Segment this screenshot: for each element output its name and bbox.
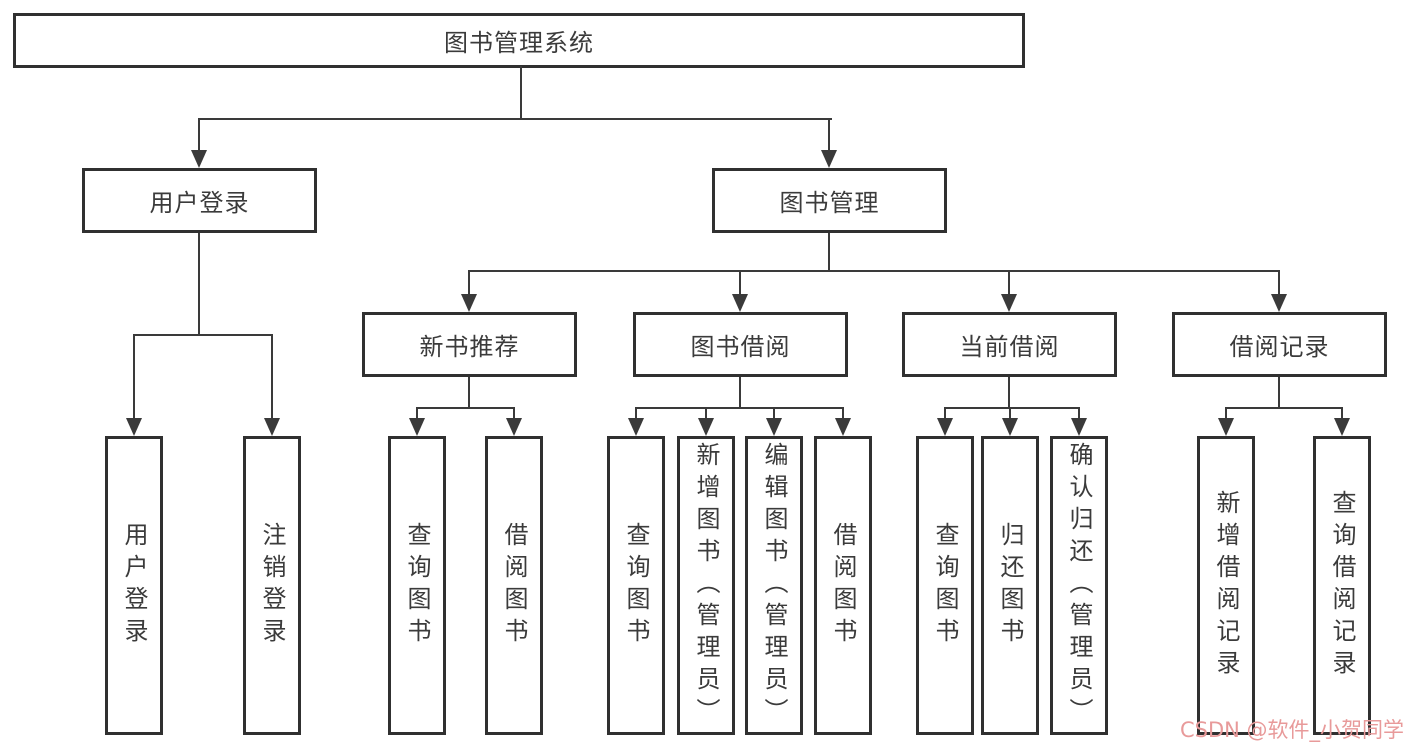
- leaf-label: 新增图书（管理员）: [692, 441, 720, 730]
- connector-drop-l3: [468, 270, 470, 296]
- leaf-edit-books-admin: 编辑图书（管理员）: [745, 436, 803, 735]
- arrow-down-icon: [1218, 418, 1234, 436]
- connector-drop-leaf: [944, 407, 946, 420]
- connector-drop-l3: [1278, 270, 1280, 296]
- node-book-borrow: 图书借阅: [633, 312, 848, 377]
- arrow-down-icon: [264, 418, 280, 436]
- connector-drop-leaf: [773, 407, 775, 420]
- arrow-down-icon: [506, 418, 522, 436]
- arrow-down-icon: [1334, 418, 1350, 436]
- leaf-label: 注销登录: [258, 521, 286, 650]
- arrow-down-icon: [766, 418, 782, 436]
- leaf-label: 查询图书: [403, 521, 431, 650]
- connector-groupC-stem: [1008, 377, 1010, 409]
- leaf-label: 新增借阅记录: [1212, 489, 1240, 682]
- connector-root-rail: [198, 118, 832, 120]
- leaf-query-books-current: 查询图书: [916, 436, 974, 735]
- connector-drop-leaf: [1341, 407, 1343, 420]
- connector-drop-l3: [739, 270, 741, 296]
- node-user-login: 用户登录: [82, 168, 317, 233]
- connector-bookmgmt-stem: [828, 233, 830, 272]
- leaf-add-borrow-record: 新增借阅记录: [1197, 436, 1255, 735]
- leaf-label: 借阅图书: [500, 521, 528, 650]
- connector-drop-leaf: [842, 407, 844, 420]
- arrow-down-icon: [191, 150, 207, 168]
- arrow-down-icon: [628, 418, 644, 436]
- connector-drop-user-login: [198, 118, 200, 152]
- leaf-query-borrow-record: 查询借阅记录: [1313, 436, 1371, 735]
- connector-bookmgmt-rail: [468, 270, 1280, 272]
- leaf-logout: 注销登录: [243, 436, 301, 735]
- connector-drop-book-mgmt: [828, 118, 830, 152]
- leaf-borrow-books-recommend: 借阅图书: [485, 436, 543, 735]
- leaf-label: 用户登录: [120, 521, 148, 650]
- leaf-label: 确认归还（管理员）: [1065, 441, 1093, 730]
- arrow-down-icon: [1002, 418, 1018, 436]
- node-new-book-recommend: 新书推荐: [362, 312, 577, 377]
- connector-drop-leaf: [513, 407, 515, 420]
- leaf-borrow-books: 借阅图书: [814, 436, 872, 735]
- connector-drop-leaf: [416, 407, 418, 420]
- leaf-query-books-recommend: 查询图书: [388, 436, 446, 735]
- arrow-down-icon: [1071, 418, 1087, 436]
- connector-groupD-rail: [1225, 407, 1343, 409]
- arrow-down-icon: [732, 294, 748, 312]
- connector-userlogin-stem: [198, 233, 200, 336]
- node-root: 图书管理系统: [13, 13, 1025, 68]
- connector-drop-leaf: [271, 334, 273, 420]
- connector-drop-l3: [1008, 270, 1010, 296]
- arrow-down-icon: [1271, 294, 1287, 312]
- arrow-down-icon: [937, 418, 953, 436]
- connector-drop-leaf: [1225, 407, 1227, 420]
- arrow-down-icon: [409, 418, 425, 436]
- connector-groupA-stem: [468, 377, 470, 409]
- connector-drop-leaf: [133, 334, 135, 420]
- arrow-down-icon: [126, 418, 142, 436]
- connector-groupD-stem: [1278, 377, 1280, 409]
- leaf-add-books-admin: 新增图书（管理员）: [677, 436, 735, 735]
- arrow-down-icon: [461, 294, 477, 312]
- connector-userlogin-rail: [133, 334, 273, 336]
- node-book-management: 图书管理: [712, 168, 947, 233]
- connector-groupA-rail: [416, 407, 515, 409]
- connector-groupC-rail: [944, 407, 1080, 409]
- connector-groupB-stem: [739, 377, 741, 409]
- leaf-label: 借阅图书: [829, 521, 857, 650]
- leaf-label: 编辑图书（管理员）: [760, 441, 788, 730]
- connector-drop-leaf: [635, 407, 637, 420]
- leaf-label: 归还图书: [996, 521, 1024, 650]
- connector-groupB-rail: [635, 407, 843, 409]
- leaf-user-login: 用户登录: [105, 436, 163, 735]
- arrow-down-icon: [821, 150, 837, 168]
- connector-drop-leaf: [705, 407, 707, 420]
- leaf-label: 查询图书: [622, 521, 650, 650]
- connector-drop-leaf: [1078, 407, 1080, 420]
- csdn-watermark: CSDN @软件_小贺同学: [1180, 718, 1405, 742]
- leaf-query-books-borrow: 查询图书: [607, 436, 665, 735]
- connector-root-stem: [520, 66, 522, 120]
- node-current-borrow: 当前借阅: [902, 312, 1117, 377]
- connector-drop-leaf: [1009, 407, 1011, 420]
- arrow-down-icon: [835, 418, 851, 436]
- node-borrow-records: 借阅记录: [1172, 312, 1387, 377]
- arrow-down-icon: [1001, 294, 1017, 312]
- leaf-return-books: 归还图书: [981, 436, 1039, 735]
- arrow-down-icon: [698, 418, 714, 436]
- leaf-label: 查询借阅记录: [1328, 489, 1356, 682]
- leaf-label: 查询图书: [931, 521, 959, 650]
- leaf-confirm-return-admin: 确认归还（管理员）: [1050, 436, 1108, 735]
